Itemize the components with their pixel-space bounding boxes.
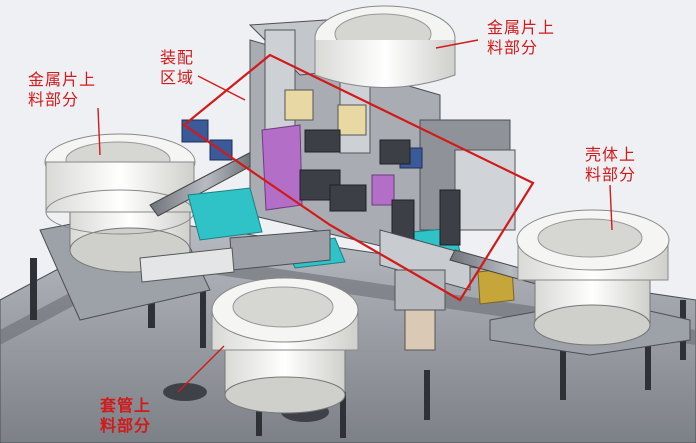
top-vibratory-bowl <box>314 5 456 88</box>
label-bottom-line2: 料部分 <box>100 416 152 435</box>
label-right-line1: 壳体上 <box>585 145 637 164</box>
label-left-feed: 金属片上 料部分 <box>28 70 96 110</box>
leader-lines <box>97 39 613 393</box>
label-top-right-line2: 料部分 <box>487 38 539 57</box>
label-bottom-feed: 套管上 料部分 <box>100 396 151 436</box>
label-assembly-line1: 装配 <box>160 48 195 67</box>
label-right-line2: 料部分 <box>585 165 637 184</box>
label-left-line2: 料部分 <box>28 90 80 109</box>
label-assembly-area: 装配 区域 <box>160 48 194 88</box>
purple-blocks <box>261 124 395 211</box>
label-top-right-line1: 金属片上 <box>487 18 556 37</box>
label-right-feed: 壳体上 料部分 <box>585 145 636 185</box>
label-assembly-line2: 区域 <box>160 68 195 87</box>
label-bottom-line1: 套管上 <box>100 396 152 415</box>
assembly-area-outline <box>182 53 535 302</box>
label-left-line1: 金属片上 <box>28 70 97 89</box>
right-vibratory-bowl <box>516 209 670 346</box>
label-top-right-feed: 金属片上 料部分 <box>487 18 555 58</box>
bottom-vibratory-bowl <box>211 277 359 414</box>
